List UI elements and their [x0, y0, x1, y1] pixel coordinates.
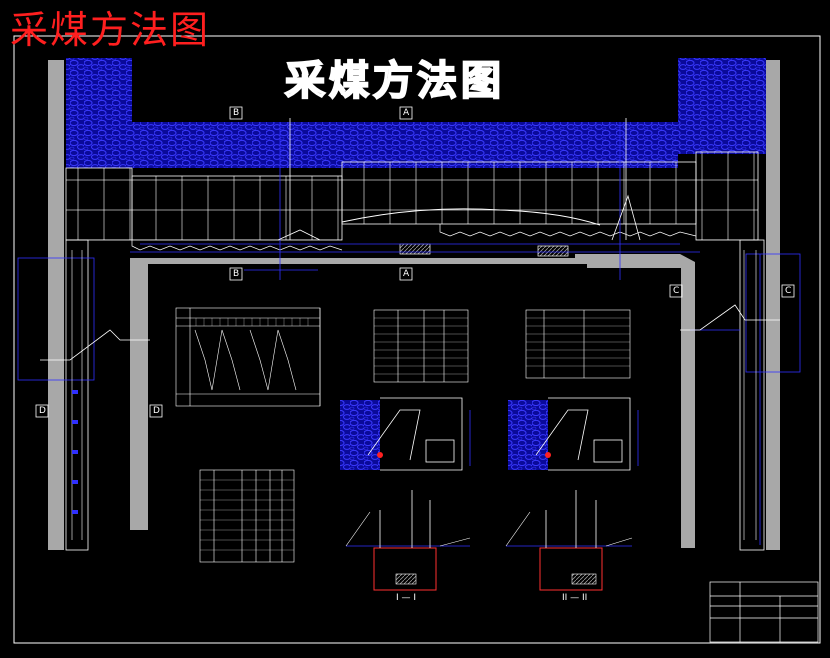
roadway-section-2 [505, 490, 633, 591]
face-section-right [508, 397, 639, 471]
drawing-title: 采煤方法图 [284, 57, 505, 105]
support-grid-right [695, 151, 759, 241]
section-marker-b-top: B [233, 108, 240, 118]
table-schedule [175, 307, 321, 407]
shearer-right [537, 245, 569, 257]
table-indicators [525, 309, 631, 379]
support-grid-left [65, 167, 133, 241]
left-shaft-inner [65, 239, 89, 551]
support-grid-mid-left [131, 175, 343, 241]
right-shaft-wall [766, 60, 780, 550]
section-marker-b-mid: B [233, 269, 240, 279]
rock-layer-left [66, 58, 132, 168]
section-marker-d-outer: D [39, 406, 46, 416]
section-label-2: II — II [562, 593, 588, 603]
table-equipment [373, 309, 469, 383]
rock-layer-center [132, 122, 678, 168]
section-label-1: I — I [396, 593, 417, 603]
section-marker-a-top: A [403, 108, 410, 118]
section-marker-d-inner: D [153, 406, 160, 416]
left-shaft-wall [48, 60, 64, 550]
roadway-section-1 [345, 490, 471, 591]
face-section-left [340, 397, 471, 471]
title-block [709, 581, 819, 643]
shearer-left [399, 243, 431, 255]
main-roadway [130, 254, 695, 548]
overlay-title: 采煤方法图 [10, 8, 211, 52]
support-grid-mid-right [341, 161, 697, 225]
table-staffing [199, 469, 295, 563]
rock-layer-right [678, 58, 766, 154]
section-marker-c-inner: C [673, 286, 680, 296]
right-shaft-inner [739, 239, 765, 551]
drawing-frame [13, 35, 821, 644]
section-marker-c-outer: C [785, 286, 792, 296]
section-marker-a-mid: A [403, 269, 410, 279]
dimension-lines [17, 122, 801, 545]
